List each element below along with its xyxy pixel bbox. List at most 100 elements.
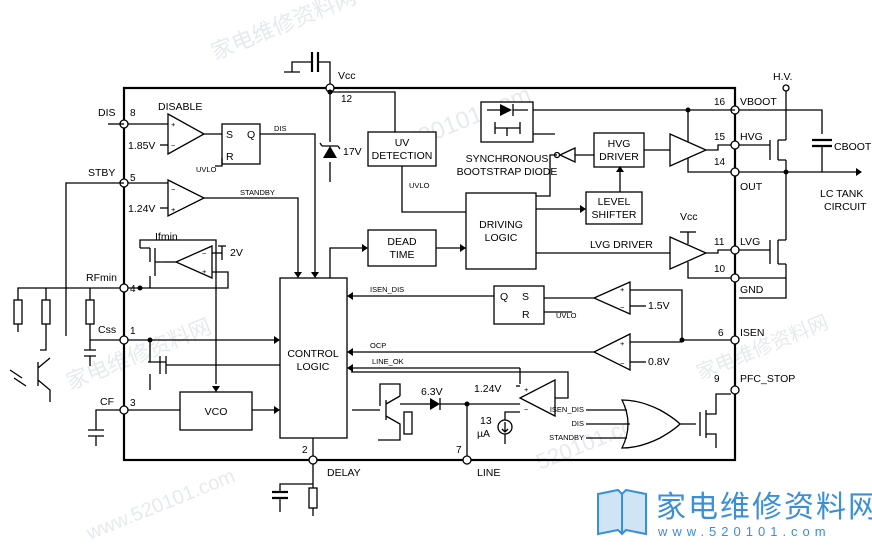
isen-sr-latch <box>493 285 545 325</box>
ifmin-fet <box>140 247 165 288</box>
vcc-to-uv <box>330 91 396 132</box>
zener-63v <box>430 398 440 410</box>
arrow-vco-cl <box>274 406 280 414</box>
brand-name: 家电维修资料网 <box>656 490 872 525</box>
vcc-capacitor <box>310 52 320 72</box>
pfc-stop-fet <box>680 393 731 448</box>
or-inputs <box>586 409 630 439</box>
dis-to-cl <box>260 133 316 274</box>
label-cboot: CBOOT <box>834 141 872 153</box>
arrow-dis-cl <box>311 272 319 278</box>
pin-hvg <box>730 140 740 150</box>
pin-label-dis: DIS <box>98 107 116 119</box>
bootstrap-diode-wires <box>487 104 528 116</box>
pin-num-css: 1 <box>130 326 136 337</box>
uv-detection-l2: DETECTION <box>372 150 433 162</box>
vco-label: VCO <box>205 406 228 418</box>
vco-block <box>179 391 253 431</box>
pin-num-isen: 6 <box>718 328 724 339</box>
pin-num-pfc-stop: 9 <box>714 374 720 385</box>
arrow-isen-dis <box>347 292 353 300</box>
label-uvlo-3: UVLO <box>556 311 577 320</box>
junction-isen <box>679 337 685 343</box>
ifmin-minus: − <box>202 249 207 258</box>
line-trans-collector <box>379 383 401 406</box>
label-2v: 2V <box>230 247 243 259</box>
cf-capacitor <box>88 409 120 446</box>
pin-num-vcc: 12 <box>341 94 353 105</box>
label-ua: µA <box>477 428 490 440</box>
brand-logo: 家电维修资料网 www.520101.com <box>594 480 872 548</box>
label-vcc-lvg: Vcc <box>680 211 698 223</box>
bootstrap-buffer <box>558 146 576 164</box>
uv-detection-l1: UV <box>395 137 410 149</box>
junction-css <box>147 337 153 343</box>
bootstrap-diode-symbol <box>500 104 512 116</box>
or-in-dis: DIS <box>571 419 584 428</box>
lvg-return <box>687 262 731 279</box>
or-in-isen-dis: ISEN_DIS <box>550 405 584 414</box>
lvg-output-buffer <box>669 235 708 271</box>
hvg-out-wire <box>706 144 731 151</box>
control-logic-l2: LOGIC <box>297 361 330 373</box>
arrow-ls-hvg <box>616 166 624 172</box>
bootstrap-label-l1: SYNCHRONOUS <box>466 153 549 165</box>
lc-tank-l2: CIRCUIT <box>824 201 867 213</box>
arrow-dt-dl <box>460 244 466 252</box>
junction-vboot <box>685 107 691 113</box>
isen-sr-r: R <box>522 309 530 321</box>
driving-logic-l1: DRIVING <box>479 219 523 231</box>
pin-num-lvg: 11 <box>714 237 725 248</box>
isen-in-wires <box>630 289 731 343</box>
isen-sr-s: S <box>522 291 529 303</box>
arrow-to-vco <box>212 386 220 392</box>
lvg-out-wire <box>706 249 731 254</box>
dead-time-l2: TIME <box>389 249 414 261</box>
ifmin-opamp <box>174 244 213 280</box>
pin-num-cf: 3 <box>130 398 136 409</box>
label-sig-standby: STANDBY <box>240 188 275 197</box>
line-resistor <box>403 411 413 435</box>
pin-label-css: Css <box>98 324 116 336</box>
lvg-ext <box>739 240 771 264</box>
arrow-css-cl <box>274 336 280 344</box>
dead-time-l1: DEAD <box>387 236 417 248</box>
isen-comp1-plus: + <box>620 285 625 294</box>
vboot-ext <box>739 109 823 134</box>
arrow-dl-ls <box>580 205 586 213</box>
uvlo2-wire <box>215 158 223 167</box>
label-uvlo-2: UVLO <box>196 165 217 174</box>
dl-to-buffer <box>536 154 557 197</box>
ifmin-2v-source <box>218 245 226 260</box>
rfmin-to-opto <box>40 324 47 351</box>
vcc-cap-ground <box>284 61 312 73</box>
pin-num-out: 14 <box>714 157 726 168</box>
disable-label: DISABLE <box>158 101 202 113</box>
label-sig-isen-dis: ISEN_DIS <box>370 285 404 294</box>
watermark-1: 家电维修资料网 <box>208 0 360 65</box>
pin-label-hvg: HVG <box>740 131 763 143</box>
current-source-arrow <box>501 422 509 433</box>
hvg-return <box>687 158 731 173</box>
stby-to-cl <box>204 197 299 274</box>
label-sig-line-ok: LINE_OK <box>372 357 404 366</box>
watermark-4: 家电维修资料网 <box>63 314 215 395</box>
lvg-driver-label: LVG DRIVER <box>590 239 653 251</box>
stby-comp-plus: + <box>171 205 176 214</box>
driving-logic-l2: LOGIC <box>485 232 518 244</box>
zener-bar <box>319 142 341 150</box>
low-side-mosfet <box>739 172 787 299</box>
arrow-ocp <box>347 348 353 356</box>
pin-label-cf: CF <box>100 396 114 408</box>
label-sig-ocp: OCP <box>370 341 386 350</box>
dis-sr-r: R <box>226 151 234 163</box>
label-sig-dis: DIS <box>274 124 287 133</box>
bootstrap-label-l2: BOOTSTRAP DIODE <box>457 166 558 178</box>
isen-comparator-08v <box>592 332 631 372</box>
ifmin-to-vco <box>139 239 217 384</box>
label-08v: 0.8V <box>648 356 670 368</box>
control-logic-block <box>279 277 348 439</box>
pin-num-vboot: 16 <box>714 97 726 108</box>
pin-line <box>462 455 472 465</box>
pin-label-out: OUT <box>740 181 763 193</box>
